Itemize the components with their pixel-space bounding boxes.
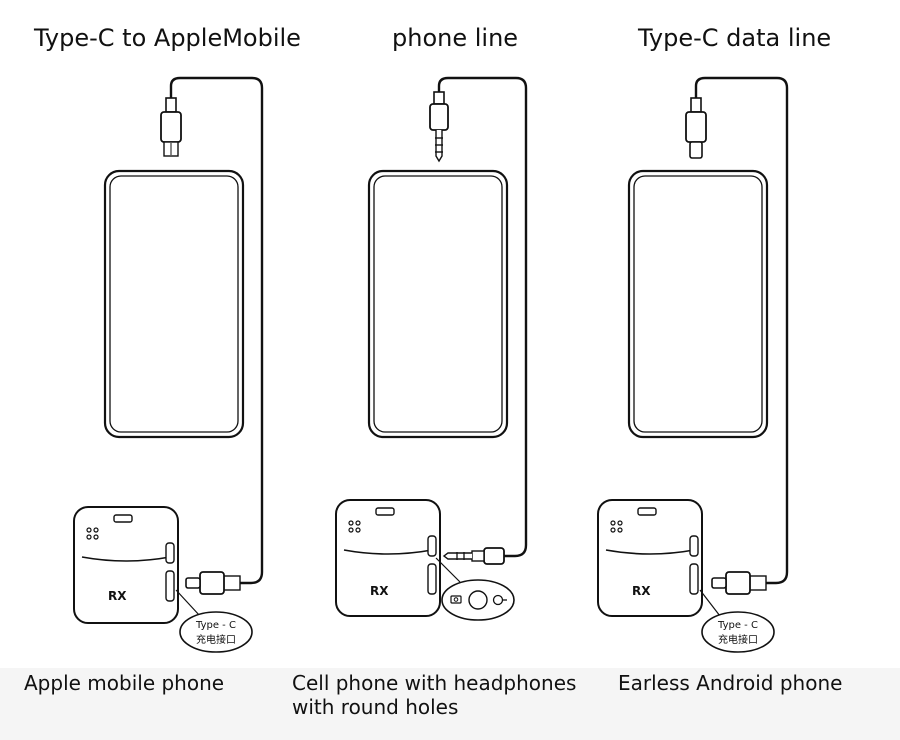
panel-2-drawing: RX <box>335 76 528 621</box>
caption-line: with round holes <box>292 695 459 719</box>
caption-line: Cell phone with headphones <box>292 671 577 695</box>
callout-line2: 充电接口 <box>718 633 758 646</box>
phone-outline <box>103 169 245 439</box>
trrs-plug-side-icon <box>442 547 505 565</box>
panel-3-drawing: RX Type - C 充电接口 <box>597 76 789 653</box>
lightning-connector-icon <box>160 97 182 157</box>
usb-c-connector-icon <box>685 97 707 159</box>
trrs-plug-icon <box>429 91 449 163</box>
caption-line: Earless Android phone <box>618 671 843 695</box>
panel-2-caption: Cell phone with headphones with round ho… <box>292 671 576 719</box>
callout-line1: Type - C <box>717 620 758 631</box>
cable-line <box>169 76 264 585</box>
cable-line <box>694 76 789 585</box>
panel-1-drawing: RX Type - C 充电接口 <box>73 76 264 653</box>
caption-band <box>0 668 900 740</box>
usb-c-plug-icon <box>711 571 767 595</box>
panel-3-title: Type-C data line <box>638 24 832 52</box>
phone-outline <box>367 169 509 439</box>
rx-receiver <box>597 499 703 617</box>
cable-line <box>437 76 528 558</box>
panel-1-title: Type-C to AppleMobile <box>34 24 301 52</box>
device-label: RX <box>108 589 127 603</box>
panel-2-title: phone line <box>392 24 519 52</box>
rx-receiver <box>335 499 441 617</box>
caption-line: Apple mobile phone <box>24 671 225 695</box>
callout-line1: Type - C <box>195 620 236 631</box>
usb-c-plug-icon <box>185 571 241 595</box>
panel-3-caption: Earless Android phone <box>618 671 842 695</box>
device-label: RX <box>370 584 389 598</box>
port-callout <box>701 611 775 653</box>
panel-1-caption: Apple mobile phone <box>24 671 224 695</box>
callout-line2: 充电接口 <box>196 633 236 646</box>
phone-outline <box>627 169 769 439</box>
round-hole-icon <box>468 590 488 610</box>
port-callout <box>179 611 253 653</box>
headphone-jack-icon <box>492 594 507 606</box>
rx-receiver <box>73 506 179 624</box>
device-label: RX <box>632 584 651 598</box>
camera-icon <box>450 595 462 604</box>
